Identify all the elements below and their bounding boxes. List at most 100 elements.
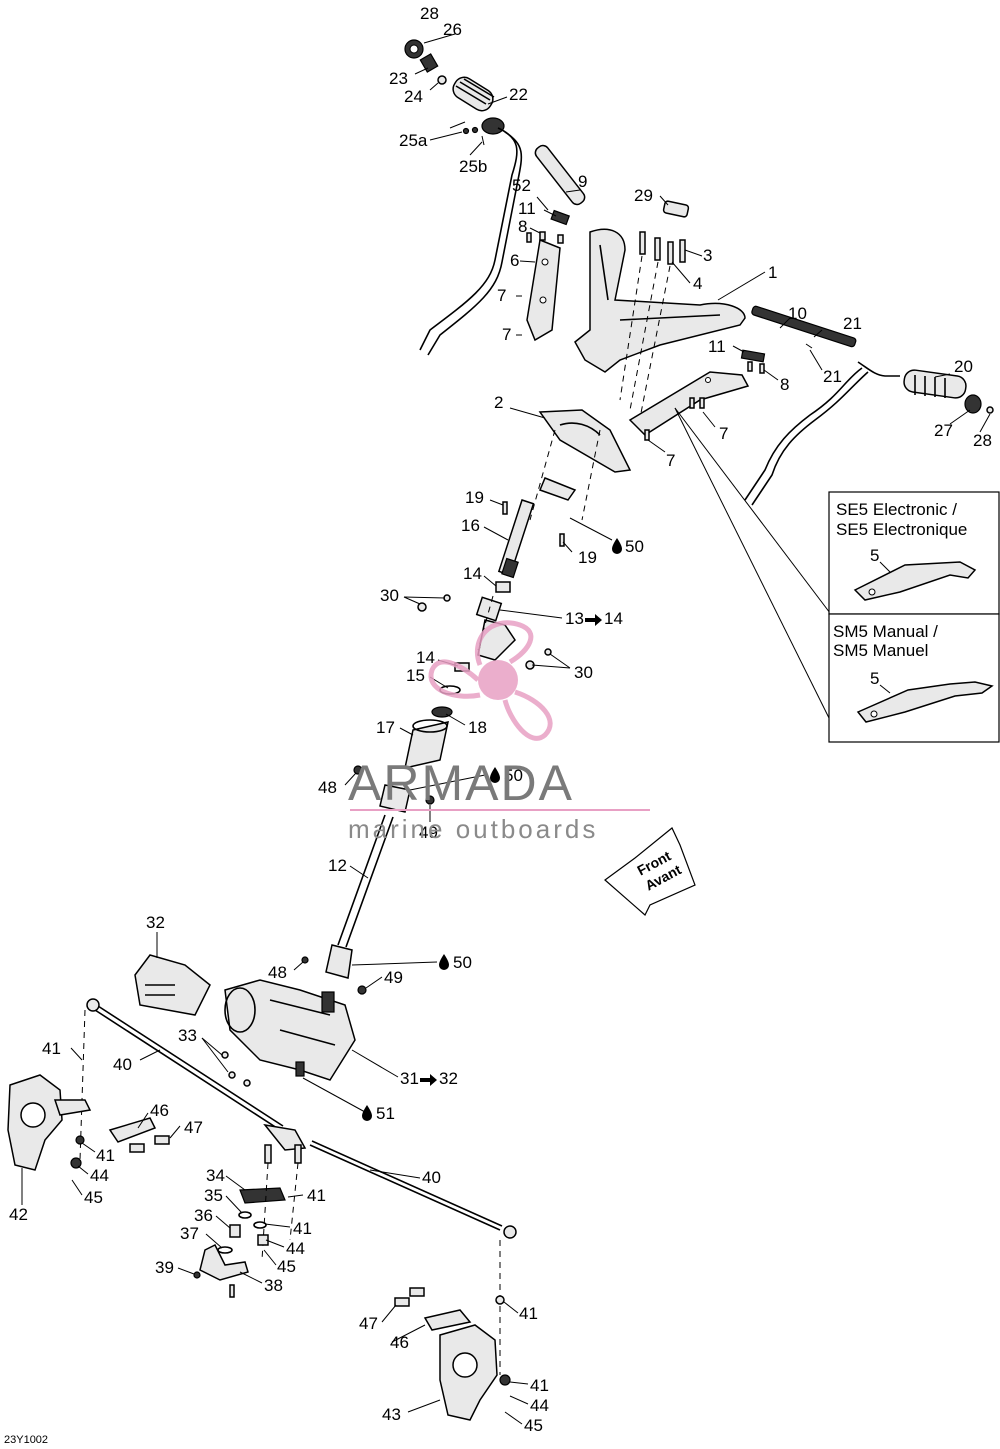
callout: 46	[150, 1101, 169, 1120]
inset-se5-electronic: SE5 Electronic / SE5 Electronique 5	[828, 491, 1000, 615]
left-knuckle-42	[7, 1074, 170, 1171]
callout: 8	[518, 217, 527, 236]
callout: 52	[512, 176, 531, 195]
callout: 47	[359, 1314, 378, 1333]
callout: 41	[519, 1304, 538, 1323]
callout: 20	[954, 357, 973, 376]
callout: 30	[380, 586, 399, 605]
callout: 7	[666, 451, 675, 470]
callout: 45	[277, 1257, 296, 1276]
callout: 31	[400, 1069, 419, 1088]
callout: 39	[155, 1258, 174, 1277]
callout: 50	[453, 953, 472, 972]
callout: 12	[328, 856, 347, 875]
callout: 50	[625, 537, 644, 556]
callout: 49	[419, 823, 438, 842]
callout: 14	[463, 564, 482, 583]
callout: 41	[42, 1039, 61, 1058]
callout: 41	[307, 1186, 326, 1205]
callout: 7	[719, 424, 728, 443]
callout: 44	[530, 1396, 549, 1415]
callout: 21	[823, 367, 842, 386]
callout: 11	[518, 199, 536, 218]
callout: 4	[693, 274, 702, 293]
inset-title-line2: SE5 Electronique	[836, 520, 967, 539]
callout: 32	[146, 913, 165, 932]
parts-artwork	[7, 39, 994, 1421]
callout: 26	[443, 20, 462, 39]
callout: 35	[204, 1186, 223, 1205]
oil-drop-icon	[612, 538, 622, 554]
callout: 23	[389, 69, 408, 88]
callout: 10	[788, 304, 807, 323]
oil-drop-icon	[362, 1105, 372, 1121]
inset-sm5-manual: SM5 Manual / SM5 Manuel 5	[828, 613, 1000, 743]
callout: 38	[264, 1276, 283, 1295]
callout: 14	[416, 648, 435, 667]
callout: 6	[510, 251, 519, 270]
callout: 3	[703, 246, 712, 265]
callout: 1	[768, 263, 777, 282]
callout: 36	[194, 1206, 213, 1225]
callout: 48	[318, 778, 337, 797]
callout: 27	[934, 421, 953, 440]
callout: 33	[178, 1026, 197, 1045]
callout: 46	[390, 1333, 409, 1352]
front-arrow	[604, 827, 696, 916]
callout: 14	[604, 609, 623, 628]
callout: 40	[113, 1055, 132, 1074]
intermediate-shaft-12	[301, 765, 435, 995]
callout: 41	[96, 1146, 115, 1165]
figure-code: 23Y1002	[4, 1434, 48, 1446]
callout: 17	[376, 718, 395, 737]
callout: 43	[382, 1405, 401, 1424]
handlebar-body-1	[574, 200, 746, 373]
callout: 16	[461, 516, 480, 535]
callout: 49	[384, 968, 403, 987]
bracket-5	[628, 371, 831, 721]
callout: 41	[293, 1219, 312, 1238]
tube-9	[534, 144, 586, 211]
right-knuckle-43	[394, 1287, 511, 1421]
callout: 30	[574, 663, 593, 682]
arrow-right-icon	[585, 614, 602, 626]
propeller-logo-icon	[428, 620, 553, 741]
callout: 18	[468, 718, 487, 737]
callout: 37	[180, 1224, 199, 1243]
callout: 24	[404, 87, 423, 106]
callout: 28	[420, 4, 439, 23]
callout: 41	[530, 1376, 549, 1395]
callout: 22	[509, 85, 528, 104]
right-grip-assembly	[740, 305, 994, 506]
callout: 15	[406, 666, 425, 685]
callout: 11	[708, 337, 726, 356]
callout: 28	[973, 431, 992, 450]
armada-watermark: ARMADA marine outboards	[348, 620, 650, 844]
callout: 45	[524, 1416, 543, 1435]
callout: 47	[184, 1118, 203, 1137]
left-grip-assembly	[404, 39, 523, 356]
inset-title-line1: SM5 Manual /	[833, 622, 938, 641]
inset-title-line1: SE5 Electronic /	[836, 500, 957, 519]
pitman-arm-assembly	[193, 1144, 302, 1298]
callout: 7	[497, 286, 506, 305]
callout: 32	[439, 1069, 458, 1088]
arrow-right-icon	[420, 1074, 437, 1086]
callout: 25a	[399, 131, 428, 150]
callout: 7	[502, 325, 511, 344]
callout: 9	[578, 172, 587, 191]
watermark-subtitle: marine outboards	[348, 814, 598, 844]
tie-rods-40	[79, 998, 517, 1375]
callout: 5	[870, 546, 879, 565]
bolts-3-4	[619, 231, 686, 419]
watermark-title: ARMADA	[348, 755, 574, 811]
callout: 5	[870, 669, 879, 688]
callout: 45	[84, 1188, 103, 1207]
callout: 19	[465, 488, 484, 507]
steering-column-16	[497, 477, 577, 579]
housing-17	[404, 719, 449, 769]
callout: 44	[286, 1239, 305, 1258]
inset-title-line2: SM5 Manuel	[833, 641, 928, 660]
callout: 25b	[459, 157, 487, 176]
